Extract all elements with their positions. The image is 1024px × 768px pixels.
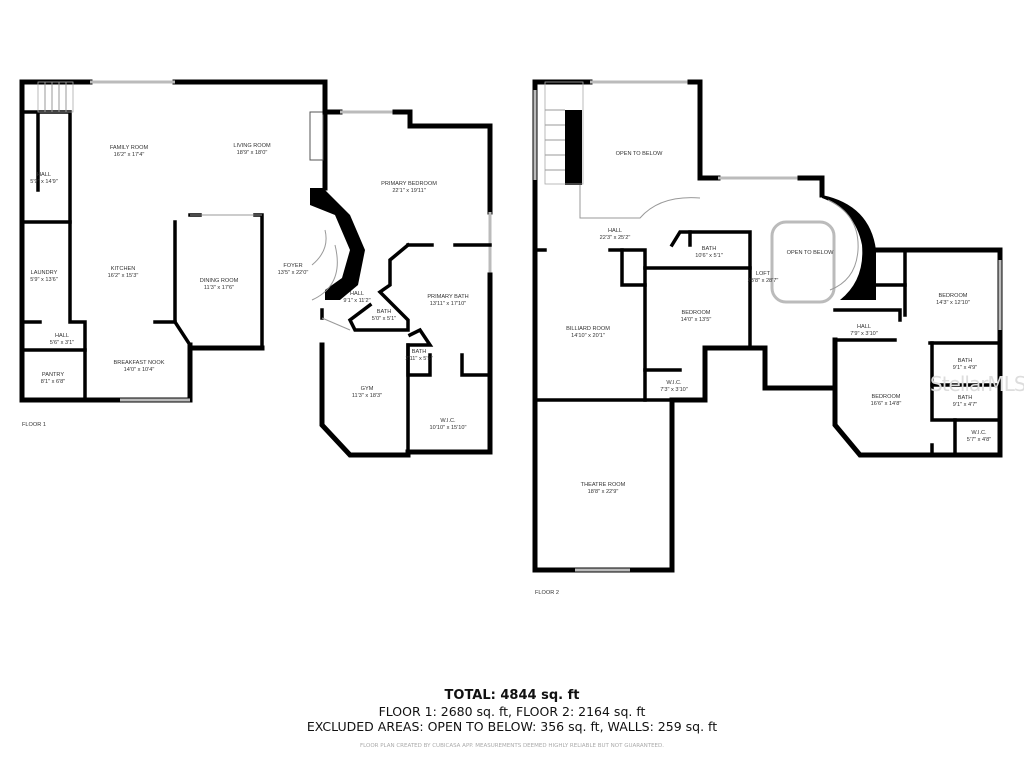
floor2-labels: FLOOR 2 OPEN TO BELOW HALL 22'3" x 25'2"… [535,151,991,596]
room-dims: 18'8" x 22'9" [588,489,619,495]
room-dims: 16'6" x 14'8" [871,401,902,407]
floor-areas: FLOOR 1: 2680 sq. ft, FLOOR 2: 2164 sq. … [378,704,646,719]
room-name: HALL [55,333,69,339]
room-dims: 5'0" x 5'1" [372,316,396,322]
room-dims: 16'2" x 15'3" [108,273,139,279]
room-name: W.I.C. [440,418,456,424]
room-name: DINING ROOM [200,278,239,284]
disclaimer: FLOOR PLAN CREATED BY CUBICASA APP. MEAS… [359,743,665,749]
room-name: FOYER [283,263,302,269]
room-name: FAMILY ROOM [110,145,149,151]
room-dims: 7'9" x 3'10" [850,331,878,337]
floor1-labels: FLOOR 1 FAMILY ROOM 16'2" x 17'4" LIVING… [22,143,469,431]
total-area: TOTAL: 4844 sq. ft [444,688,580,703]
room-name: BATH [412,349,427,355]
room-name: OPEN TO BELOW [616,151,663,157]
excluded-areas: EXCLUDED AREAS: OPEN TO BELOW: 356 sq. f… [306,719,718,734]
room-name: BEDROOM [939,293,968,299]
room-dims: 13'11" x 17'10" [430,301,467,307]
room-dims: 9'1" x 4'9" [953,365,977,371]
room-dims: 18'9" x 18'0" [237,150,268,156]
room-name: BATH [702,246,717,252]
room-name: BILLIARD ROOM [566,326,610,332]
room-dims: 14'3" x 12'10" [936,300,970,306]
room-name: BATH [958,358,973,364]
room-dims: 5'6" x 3'1" [50,340,74,346]
room-dims: 7'3" x 3'10" [660,387,688,393]
room-name: BEDROOM [872,394,901,400]
room-dims: 11'3" x 18'3" [352,393,382,399]
room-name: BREAKFAST NOOK [114,360,165,366]
room-dims: 22'3" x 25'2" [600,235,631,241]
room-dims: 10'6" x 5'1" [695,253,723,259]
room-dims: 14'0" x 13'5" [681,317,712,323]
room-dims: 11'3" x 17'6" [204,285,234,291]
room-dims: 22'1" x 19'11" [392,188,425,194]
room-name: BATH [958,395,973,401]
room-name: HALL [37,172,51,178]
room-dims: 14'0" x 10'4" [124,367,155,373]
room-dims: 23'8" x 28'7" [748,278,779,284]
room-name: BATH [377,309,392,315]
room-name: W.I.C. [666,380,682,386]
room-name: LIVING ROOM [233,143,271,149]
room-name: OPEN TO BELOW [787,250,834,256]
room-dims: 13'5" x 22'0" [278,270,309,276]
watermark: StellarMLS [930,372,1024,396]
room-name: W.I.C. [971,430,987,436]
room-name: LOFT [756,271,771,277]
room-name: HALL [350,291,364,297]
room-dims: 10'10" x 15'10" [430,425,467,431]
room-dims: 2'11" x 5'5" [405,356,432,362]
floor1-label: FLOOR 1 [22,422,46,428]
room-dims: 8'1" x 6'8" [41,379,65,385]
room-name: PRIMARY BEDROOM [381,181,437,187]
room-dims: 5'9" x 14'9" [30,179,58,185]
room-dims: 5'9" x 13'6" [30,277,58,283]
room-dims: 14'10" x 20'1" [571,333,605,339]
floor2-walls [532,79,1003,573]
room-name: PANTRY [42,372,64,378]
room-name: PRIMARY BATH [427,294,468,300]
room-name: THEATRE ROOM [581,482,626,488]
room-dims: 16'2" x 17'4" [114,152,145,158]
room-name: GYM [361,386,374,392]
room-dims: 9'1" x 11'2" [343,298,370,304]
room-name: HALL [857,324,871,330]
room-dims: 9'1" x 4'7" [953,402,977,408]
room-name: KITCHEN [111,266,136,272]
staircase-floor1 [37,81,338,301]
room-name: HALL [608,228,622,234]
room-name: LAUNDRY [31,270,58,276]
floor2-label: FLOOR 2 [535,590,559,596]
room-dims: 5'7" x 4'8" [967,437,991,443]
floor1-walls [19,79,493,458]
room-name: BEDROOM [682,310,711,316]
staircase-floor2 [544,81,859,291]
